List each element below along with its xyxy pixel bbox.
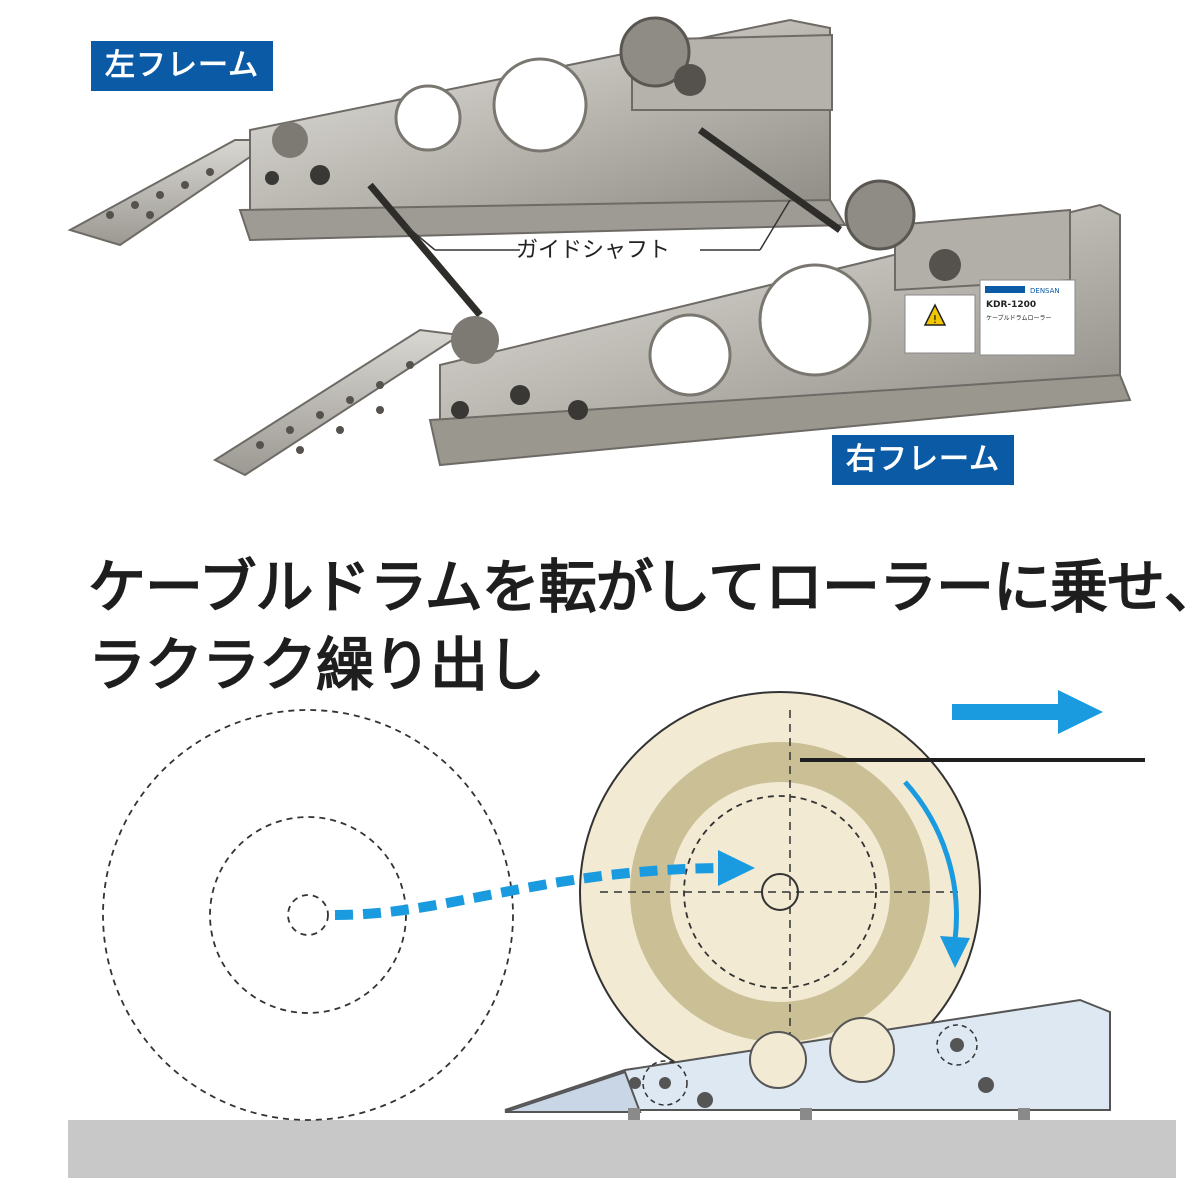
drum-start-position bbox=[102, 709, 514, 1121]
warning-icon: ! bbox=[923, 303, 947, 326]
left-frame-label: 左フレーム bbox=[91, 41, 274, 91]
plate-product-name: ケーブルドラムローラー bbox=[986, 314, 1051, 322]
arrow-right-icon bbox=[952, 690, 1103, 734]
rolling-diagram bbox=[68, 690, 1176, 1178]
right-frame-label: 右フレーム bbox=[832, 435, 1015, 485]
left-frame bbox=[67, 16, 847, 247]
plate-brand: DENSAN bbox=[1030, 287, 1060, 295]
guide-shafts bbox=[367, 127, 843, 318]
ground bbox=[68, 1120, 1176, 1178]
plate-model: KDR-1200 bbox=[986, 300, 1036, 310]
roll-path-arrow bbox=[334, 850, 755, 920]
rotation-arrow bbox=[903, 780, 970, 968]
guide-shaft-label: ガイドシャフト bbox=[516, 238, 671, 263]
product-photo: ! DENSAN KDR-1200 ケーブルドラムローラー bbox=[67, 16, 1132, 477]
drum-on-roller bbox=[579, 691, 1145, 1093]
headline-line-2: ラクラク繰り出し bbox=[88, 631, 545, 699]
headline: ケーブルドラムを転がしてローラーに乗せ、 ラクラク繰り出し bbox=[88, 548, 1200, 704]
roller-frame bbox=[504, 998, 1111, 1120]
right-frame: ! DENSAN KDR-1200 ケーブルドラムローラー bbox=[212, 179, 1132, 477]
svg-text:!: ! bbox=[933, 313, 937, 326]
headline-line-1: ケーブルドラムを転がしてローラーに乗せ、 bbox=[88, 553, 1200, 621]
